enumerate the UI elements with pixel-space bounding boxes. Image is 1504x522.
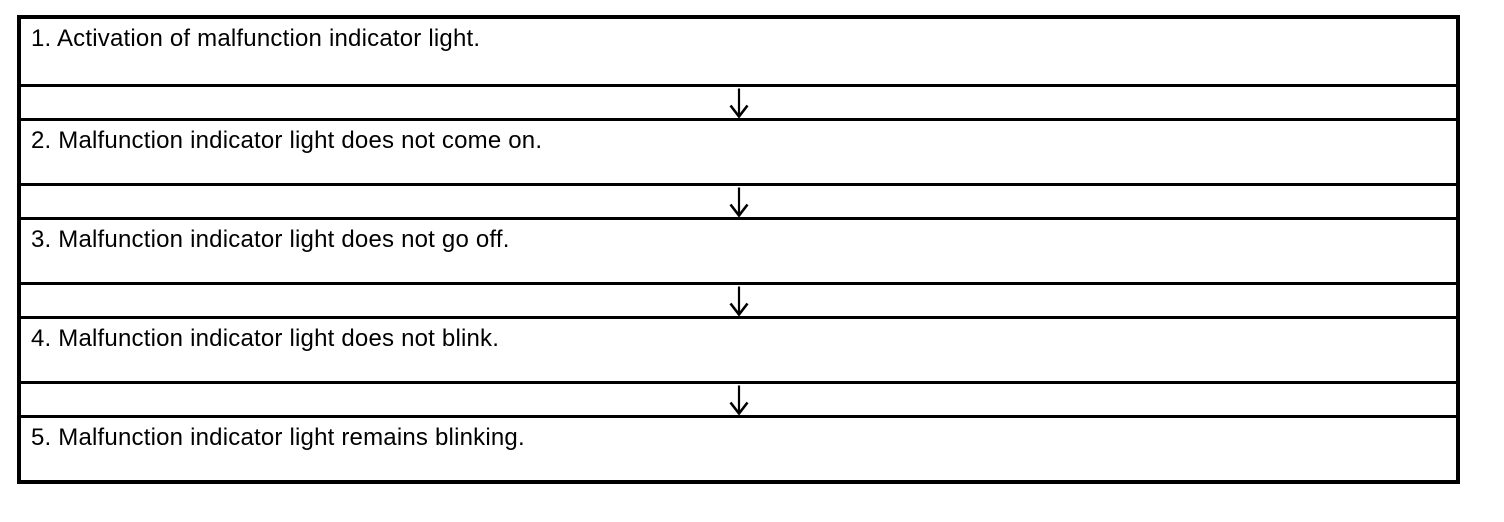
down-arrow-icon: [728, 286, 749, 316]
down-arrow-icon: [728, 187, 749, 217]
flow-step-5: 5. Malfunction indicator light remains b…: [21, 415, 1456, 480]
malfunction-indicator-flowchart: 1. Activation of malfunction indicator l…: [17, 15, 1460, 484]
flow-step-1-label: 1. Activation of malfunction indicator l…: [31, 25, 481, 52]
flow-step-1: 1. Activation of malfunction indicator l…: [21, 19, 1456, 84]
flow-connector-row-4: [21, 381, 1456, 415]
flow-step-2: 2. Malfunction indicator light does not …: [21, 118, 1456, 183]
flow-step-4-label: 4. Malfunction indicator light does not …: [31, 325, 500, 352]
flow-connector-row-1: [21, 84, 1456, 118]
down-arrow-icon: [728, 88, 749, 118]
flow-connector-row-3: [21, 282, 1456, 316]
flow-step-2-label: 2. Malfunction indicator light does not …: [31, 127, 543, 154]
flow-step-3: 3. Malfunction indicator light does not …: [21, 217, 1456, 282]
flow-step-4: 4. Malfunction indicator light does not …: [21, 316, 1456, 381]
flow-connector-row-2: [21, 183, 1456, 217]
flow-step-5-label: 5. Malfunction indicator light remains b…: [31, 424, 525, 451]
flow-step-3-label: 3. Malfunction indicator light does not …: [31, 226, 510, 253]
down-arrow-icon: [728, 385, 749, 415]
